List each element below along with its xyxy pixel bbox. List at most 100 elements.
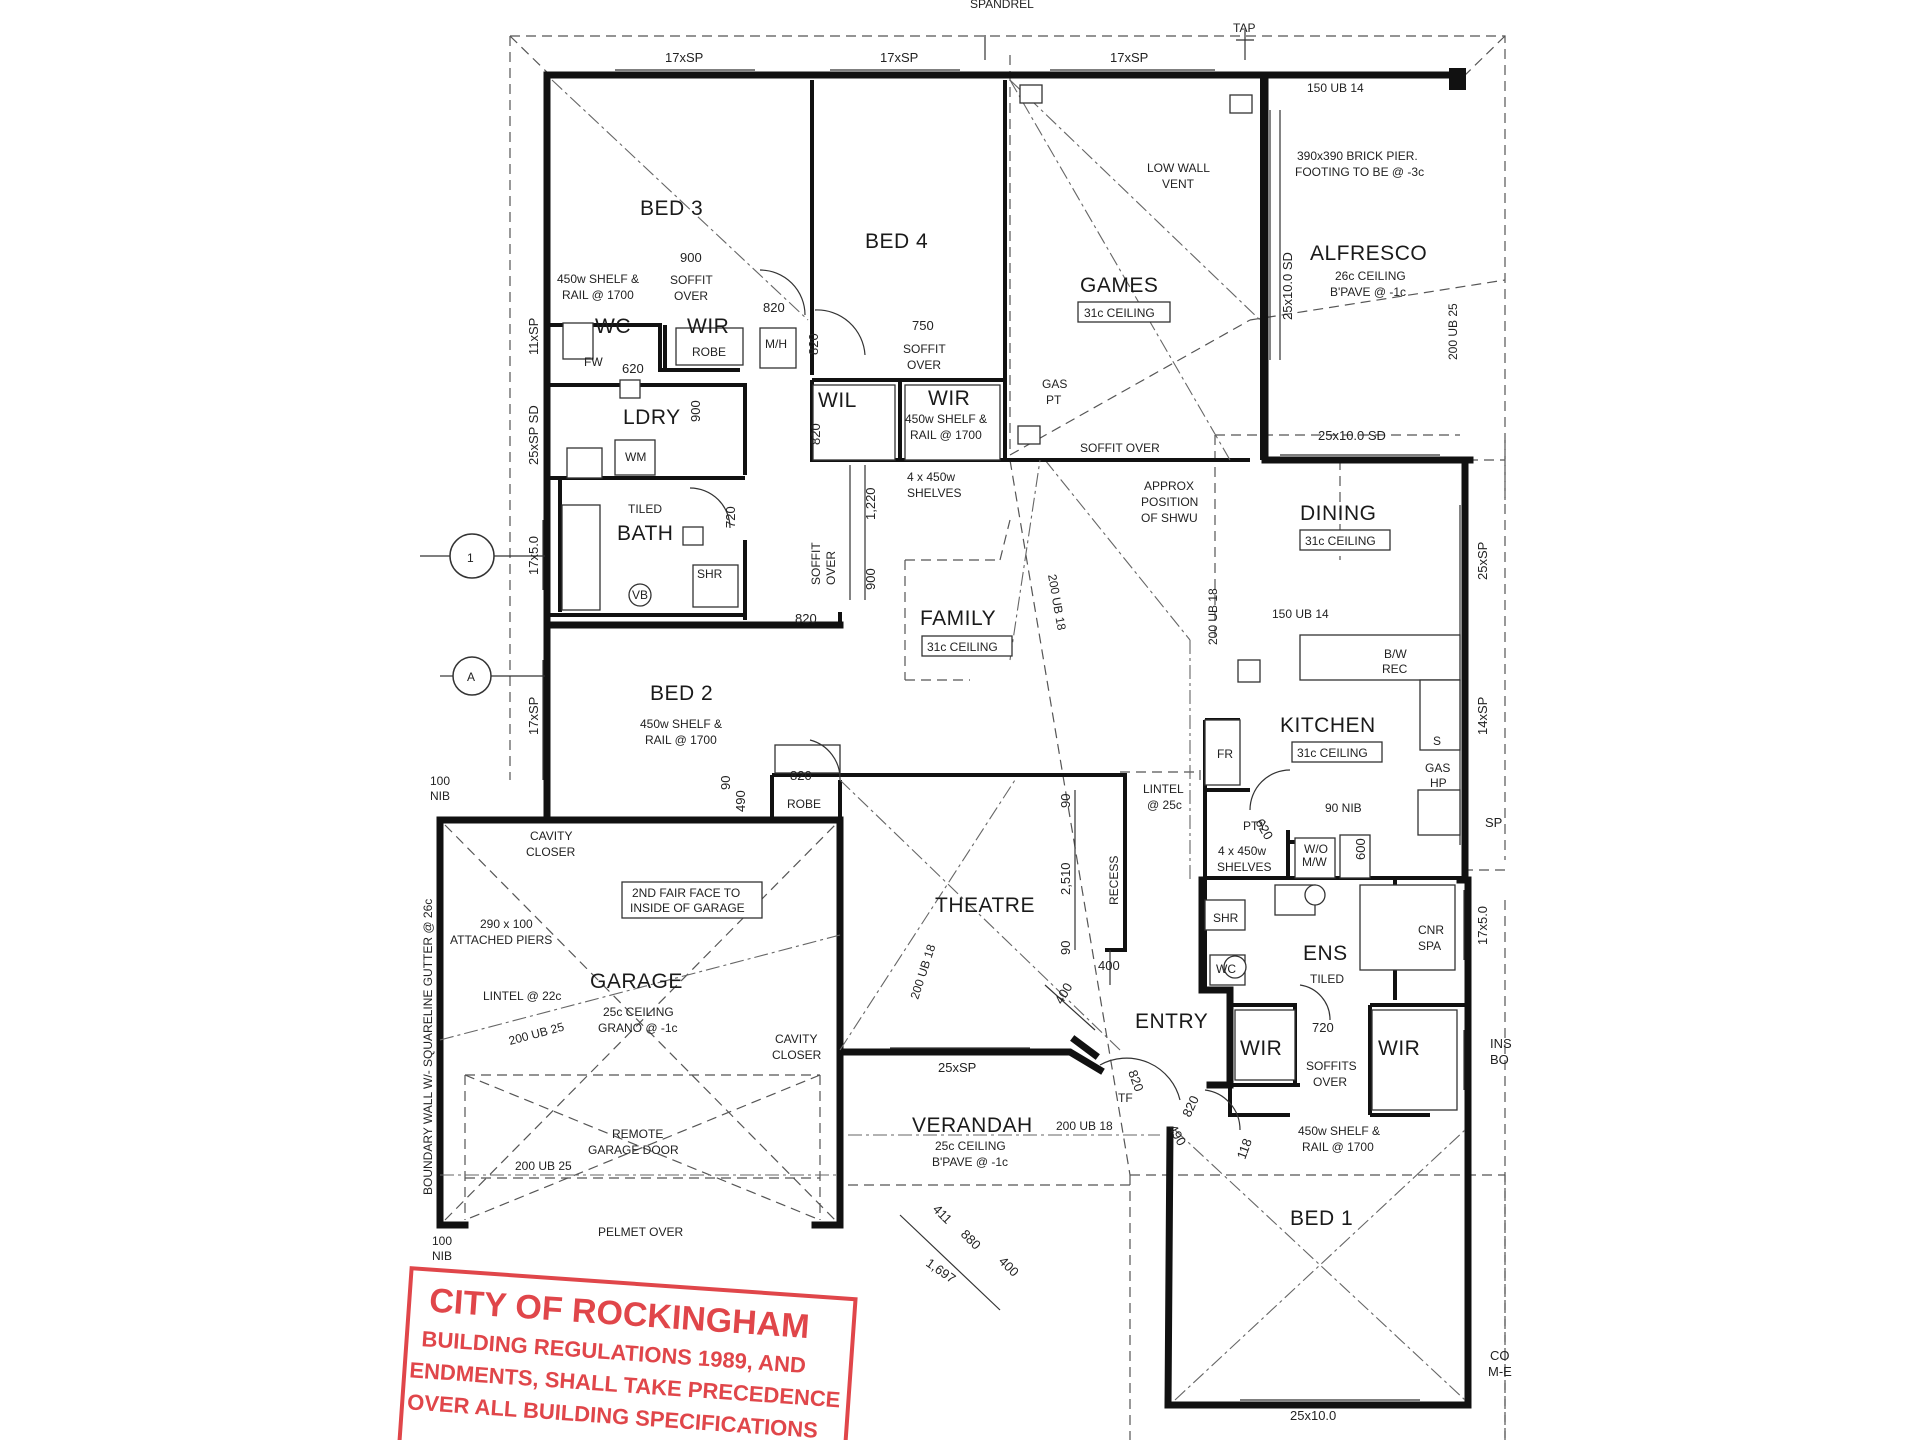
dim-880: 880 — [958, 1227, 984, 1253]
note-bed2-shelf-1: 450w SHELF & — [640, 717, 722, 731]
note-cavity-bot-1: CAVITY — [775, 1032, 817, 1046]
room-wil: WIL — [818, 389, 857, 412]
dim-90b: 90 — [1058, 794, 1073, 808]
fixtures — [420, 68, 1466, 1111]
note-soffit-2: OVER — [674, 289, 708, 303]
room-family: FAMILY — [920, 607, 996, 630]
note-wo-2: M/W — [1302, 855, 1327, 869]
ceiling-verandah-2: B'PAVE @ -1c — [932, 1155, 1008, 1169]
dim-411: 411 — [930, 1202, 955, 1227]
note-ub-verandah: 200 UB 18 — [1056, 1119, 1113, 1133]
note-robe: ROBE — [692, 345, 726, 359]
dimension-lines — [849, 30, 1254, 1311]
note-fw: FW — [584, 355, 603, 369]
dim-left-1: 11xSP — [526, 318, 541, 355]
note-lintel-22: LINTEL @ 22c — [483, 989, 561, 1003]
ceiling-garage-2: GRANO @ -1c — [598, 1021, 678, 1035]
room-wir-bed3: WIR — [687, 315, 729, 338]
note-piers-1: 290 x 100 — [480, 917, 533, 931]
dim-right-sp: SP — [1485, 815, 1502, 830]
room-bed2: BED 2 — [650, 682, 713, 705]
ceiling-diagonals — [551, 79, 1466, 1401]
dim-top-1: 17xSP — [665, 50, 703, 65]
dim-left-2: 25xSP SD — [526, 405, 541, 465]
note-robe2: ROBE — [787, 797, 821, 811]
room-bath: BATH — [617, 522, 673, 545]
room-alfresco: ALFRESCO — [1310, 242, 1427, 265]
cut-text-2: BO — [1490, 1052, 1509, 1067]
note-gas: GAS — [1042, 377, 1067, 391]
dim-alfresco-sd: 25x10.0 SD — [1280, 252, 1295, 320]
dim-top-2: 17xSP — [880, 50, 918, 65]
note-pty: PTY — [1243, 819, 1266, 833]
note-kshelves-2: SHELVES — [1217, 860, 1271, 874]
ceiling-dining: 31c CEILING — [1305, 534, 1376, 548]
note-shelves-2: SHELVES — [907, 486, 961, 500]
room-wir-ens-left: WIR — [1240, 1037, 1282, 1060]
room-ens: ENS — [1303, 942, 1348, 965]
room-verandah: VERANDAH — [912, 1114, 1033, 1137]
dim-400: 400 — [1098, 958, 1120, 973]
room-wir-ens-right: WIR — [1378, 1037, 1420, 1060]
note-bed3-shelf-1: 450w SHELF & — [557, 272, 639, 286]
note-fair-face-1: 2ND FAIR FACE TO — [632, 886, 740, 900]
room-dining: DINING — [1300, 502, 1377, 525]
note-soffit-hall-2: OVER — [824, 551, 838, 585]
note-cavity-top-1: CAVITY — [530, 829, 572, 843]
dim-2510: 2,510 — [1058, 862, 1073, 895]
dim-820c: 820 — [808, 423, 823, 445]
dim-1220: 1,220 — [863, 487, 878, 520]
note-nib-top-1: 100 — [430, 774, 450, 788]
ceiling-kitchen: 31c CEILING — [1297, 746, 1368, 760]
note-remote-1: REMOTE — [612, 1127, 663, 1141]
room-entry: ENTRY — [1135, 1010, 1208, 1033]
ceiling-games: 31c CEILING — [1084, 306, 1155, 320]
dim-820-hall: 820 — [795, 611, 817, 626]
note-fr: FR — [1217, 747, 1233, 761]
dim-600: 600 — [1353, 838, 1368, 860]
note-cnr-2: SPA — [1418, 939, 1441, 953]
dim-490: 490 — [733, 790, 748, 812]
ceiling-verandah-1: 25c CEILING — [935, 1139, 1006, 1153]
cut-text-4: M-E — [1488, 1364, 1512, 1379]
note-bw-1: B/W — [1384, 647, 1407, 661]
note-ens-shelf-2: RAIL @ 1700 — [1302, 1140, 1374, 1154]
garage-lines — [439, 824, 841, 1221]
note-lintel-25: LINTEL — [1143, 782, 1184, 796]
note-wm: WM — [625, 450, 646, 464]
windows — [542, 69, 1465, 1401]
ceiling-garage-1: 25c CEILING — [603, 1005, 674, 1019]
note-shr: SHR — [697, 567, 723, 581]
note-soffit-bed4-2: OVER — [907, 358, 941, 372]
dim-820d: 820 — [790, 768, 812, 783]
dim-90c: 90 — [1058, 941, 1073, 955]
note-vb: VB — [632, 588, 648, 602]
dim-left-4: 17xSP — [526, 697, 541, 735]
dim-820f: 820 — [1179, 1093, 1202, 1119]
dim-right-2: 14xSP — [1475, 697, 1490, 735]
dim-right-3: 17x5.0 — [1475, 906, 1490, 945]
council-stamp: CITY OF ROCKINGHAM BUILDING REGULATIONS … — [396, 1266, 858, 1440]
note-pier-1: 390x390 BRICK PIER. — [1297, 149, 1418, 163]
note-wir-shelf-2: RAIL @ 1700 — [910, 428, 982, 442]
note-ub-dining: 200 UB 18 — [1206, 588, 1220, 645]
note-piers-2: ATTACHED PIERS — [450, 933, 552, 947]
room-bed3: BED 3 — [640, 197, 703, 220]
note-boundary: BOUNDARY WALL W/- SQUARELINE GUTTER @ 26… — [421, 899, 435, 1195]
cut-text-3: CO — [1490, 1348, 1510, 1363]
note-low-wall-2: VENT — [1162, 177, 1195, 191]
note-bw-2: REC — [1382, 662, 1408, 676]
note-ub-top: 150 UB 14 — [1307, 81, 1364, 95]
room-theatre: THEATRE — [935, 894, 1035, 917]
note-wir-shelf-1: 450w SHELF & — [905, 412, 987, 426]
note-bed3-shelf-2: RAIL @ 1700 — [562, 288, 634, 302]
ceiling-alfresco-1: 26c CEILING — [1335, 269, 1406, 283]
room-kitchen: KITCHEN — [1280, 714, 1376, 737]
room-bed4: BED 4 — [865, 230, 928, 253]
note-ub-garage: 200 UB 25 — [507, 1020, 566, 1048]
note-cavity-top-2: CLOSER — [526, 845, 576, 859]
note-shwu-3: OF SHWU — [1141, 511, 1198, 525]
note-ub-family: 200 UB 18 — [1045, 573, 1069, 632]
note-soffit-1: SOFFIT — [670, 273, 713, 287]
